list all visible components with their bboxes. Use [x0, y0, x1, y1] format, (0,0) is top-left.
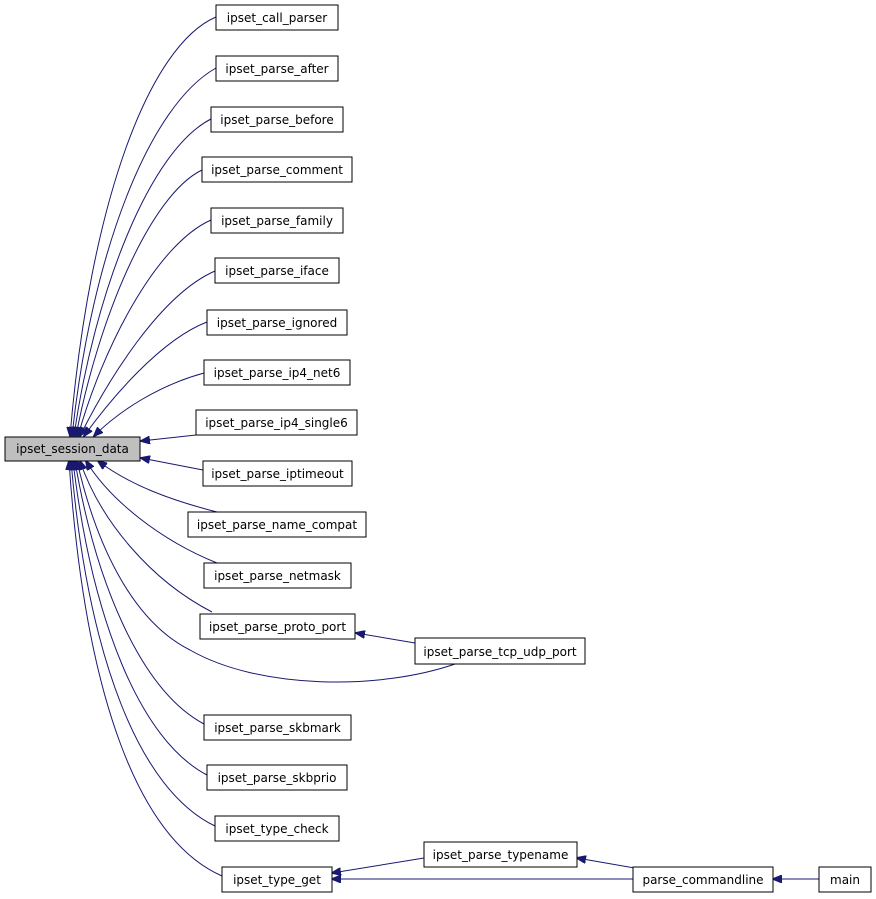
node-label: ipset_parse_after: [225, 62, 328, 76]
edge-type_check-root: [71, 461, 216, 827]
node-label: ipset_parse_tcp_udp_port: [423, 645, 576, 659]
node-ipset-parse-after[interactable]: ipset_parse_after: [215, 55, 339, 82]
node-label: ipset_parse_netmask: [214, 569, 341, 583]
node-label: ipset_parse_typename: [433, 848, 569, 862]
node-label: ipset_parse_before: [220, 113, 333, 127]
node-ipset-parse-comment[interactable]: ipset_parse_comment: [201, 156, 353, 183]
node-label: ipset_parse_proto_port: [209, 620, 346, 634]
node-label: ipset_parse_skbmark: [214, 721, 341, 735]
node-label: ipset_parse_iptimeout: [211, 467, 344, 481]
node-ipset-parse-iface[interactable]: ipset_parse_iface: [214, 257, 340, 284]
edge-parse_skbprio-root: [73, 461, 208, 776]
node-label: ipset_type_check: [225, 822, 328, 836]
edge-parse_proto_port-root: [80, 461, 213, 613]
node-ipset-parse-ignored[interactable]: ipset_parse_ignored: [206, 309, 348, 336]
node-label: ipset_parse_skbprio: [218, 771, 337, 785]
edge-parse_typename-type_get: [332, 857, 425, 873]
node-ipset-parse-skbprio[interactable]: ipset_parse_skbprio: [206, 764, 348, 791]
node-ipset-parse-ip4-net6[interactable]: ipset_parse_ip4_net6: [203, 359, 351, 386]
node-ipset-parse-name-compat[interactable]: ipset_parse_name_compat: [187, 511, 367, 538]
node-label: ipset_parse_name_compat: [197, 518, 357, 532]
edge-type_get-root: [69, 461, 223, 877]
node-label: ipset_session_data: [16, 442, 129, 456]
edge-parse_tcp_udp_port-parse_proto_port: [356, 633, 416, 644]
node-label: main: [830, 873, 860, 887]
node-ipset-parse-family[interactable]: ipset_parse_family: [210, 207, 344, 234]
edge-parse_commandline-parse_typename: [577, 858, 641, 870]
node-label: ipset_type_get: [233, 873, 321, 887]
edge-call_parser-root: [70, 16, 217, 436]
node-ipset-type-get[interactable]: ipset_type_get: [221, 866, 333, 893]
edge-parse_comment-root: [76, 169, 203, 436]
node-ipset-parse-iptimeout[interactable]: ipset_parse_iptimeout: [202, 460, 353, 487]
edge-parse_tcp_udp_port-root: [77, 461, 456, 683]
edge-parse_before-root: [74, 118, 212, 436]
edge-parse_ip4_single6-root: [141, 434, 197, 441]
node-ipset-parse-typename[interactable]: ipset_parse_typename: [423, 841, 578, 868]
node-ipset-parse-ip4-single6[interactable]: ipset_parse_ip4_single6: [195, 409, 358, 436]
node-label: ipset_call_parser: [227, 11, 327, 25]
node-ipset-parse-netmask[interactable]: ipset_parse_netmask: [203, 562, 352, 589]
node-ipset-parse-before[interactable]: ipset_parse_before: [210, 106, 344, 133]
node-label: ipset_parse_ip4_net6: [214, 366, 341, 380]
node-label: parse_commandline: [642, 873, 763, 887]
node-ipset-call-parser[interactable]: ipset_call_parser: [215, 4, 339, 31]
node-main[interactable]: main: [818, 866, 872, 893]
node-label: ipset_parse_ignored: [217, 316, 337, 330]
node-label: ipset_parse_iface: [225, 264, 329, 278]
node-label: ipset_parse_ip4_single6: [205, 416, 348, 430]
node-parse-commandline[interactable]: parse_commandline: [632, 866, 774, 893]
edge-parse_skbmark-root: [75, 461, 205, 725]
node-ipset-type-check[interactable]: ipset_type_check: [214, 815, 340, 842]
node-label: ipset_parse_comment: [211, 163, 343, 177]
edge-parse_name_compat-root: [98, 461, 218, 513]
edge-parse_ignored-root: [84, 321, 208, 436]
edge-parse_iface-root: [80, 270, 216, 436]
node-ipset-session-data[interactable]: ipset_session_data: [4, 436, 141, 462]
node-ipset-parse-tcp-udp-port[interactable]: ipset_parse_tcp_udp_port: [414, 637, 586, 665]
edge-parse_netmask-root: [86, 461, 218, 564]
edge-parse_ip4_net6-root: [94, 372, 205, 436]
edge-parse_family-root: [78, 219, 212, 436]
edge-parse_after-root: [72, 67, 217, 436]
node-label: ipset_parse_family: [221, 214, 333, 228]
node-ipset-parse-proto-port[interactable]: ipset_parse_proto_port: [199, 613, 356, 640]
node-ipset-parse-skbmark[interactable]: ipset_parse_skbmark: [203, 714, 352, 741]
edge-parse_iptimeout-root: [141, 458, 204, 471]
